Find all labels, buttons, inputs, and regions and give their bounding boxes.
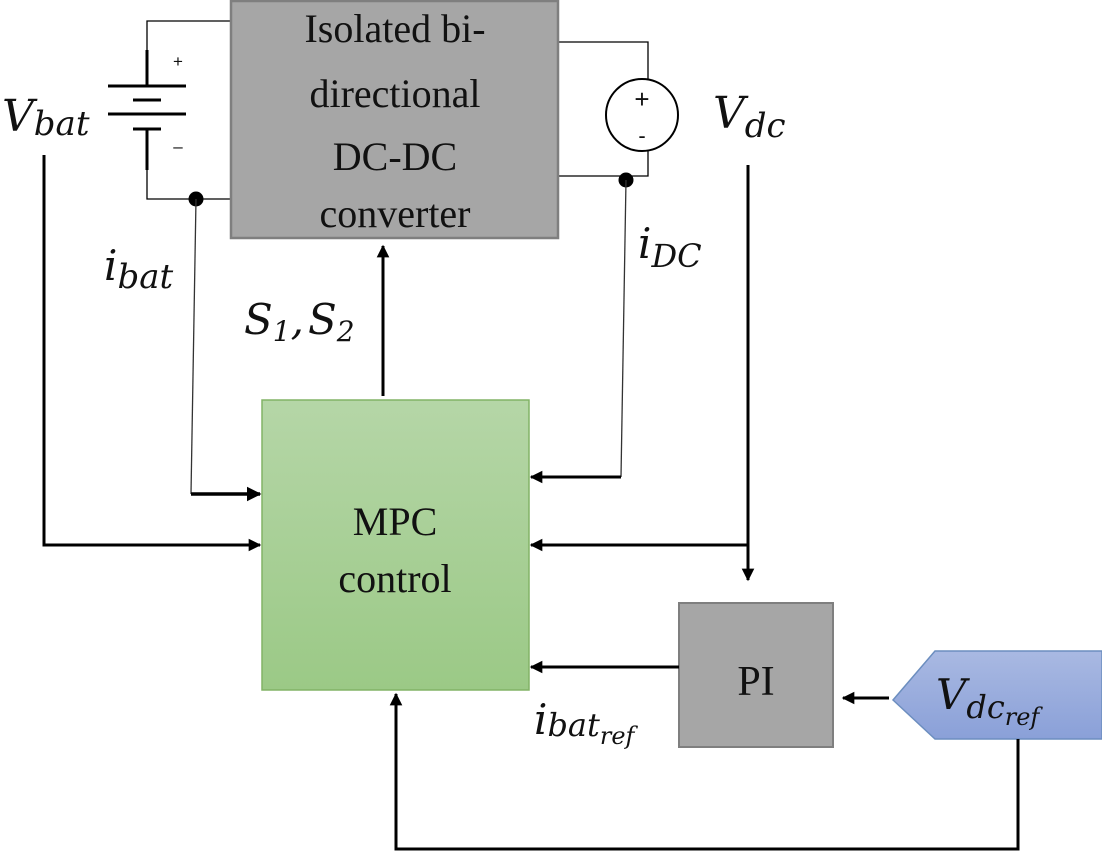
pi-box [678,602,834,748]
dc-plus-sign: + [634,84,649,114]
dc-top-wire [558,41,649,80]
vdcref-to-mpc-arrow [389,692,1020,851]
idc-wire [620,179,627,478]
mpc-control-block[interactable]: MPC control [261,399,530,691]
converter-box [229,0,560,240]
converter-block[interactable]: Isolated bi- directional DC-DC converter [229,0,560,240]
signal-wires [42,155,1020,851]
pi-block[interactable]: PI [678,602,834,748]
converter-label-line-3: DC-DC [333,134,457,179]
dc-source-circuit: + - [558,41,679,188]
converter-label-line-2: directional [309,71,480,116]
vbat-arrow [42,155,262,552]
battery-plus-sign: + [173,52,183,71]
idc-label: iDC [638,219,702,275]
vbat-label: Vbat [2,91,90,144]
switch-signals-label: S1,S2 [244,295,355,348]
ibat-label: ibat [104,241,173,297]
vdc-ref-shape [891,650,1102,740]
dc-voltage-source-icon [605,78,679,152]
dc-minus-sign: - [638,123,645,148]
converter-label-line-4: converter [319,191,470,236]
battery-minus-sign: – [173,137,183,156]
battery-circuit: + – [108,20,231,207]
ibat-ref-label: ibatref [534,695,639,750]
converter-label-line-1: Isolated bi- [304,6,485,51]
battery-top-wire [146,20,231,50]
vdc-label: Vdc [713,88,786,146]
vdc-ref-input[interactable]: Vdcref [891,650,1102,740]
dc-bottom-wire [558,151,649,177]
mpc-label-line-2: control [338,556,451,601]
mpc-box [261,399,530,691]
vdc-ref-label: Vdcref [936,670,1043,731]
battery-bottom-wire [146,170,231,200]
mpc-label-line-1: MPC [353,499,438,544]
ibat-wire [190,198,197,495]
pi-label: PI [737,659,774,705]
